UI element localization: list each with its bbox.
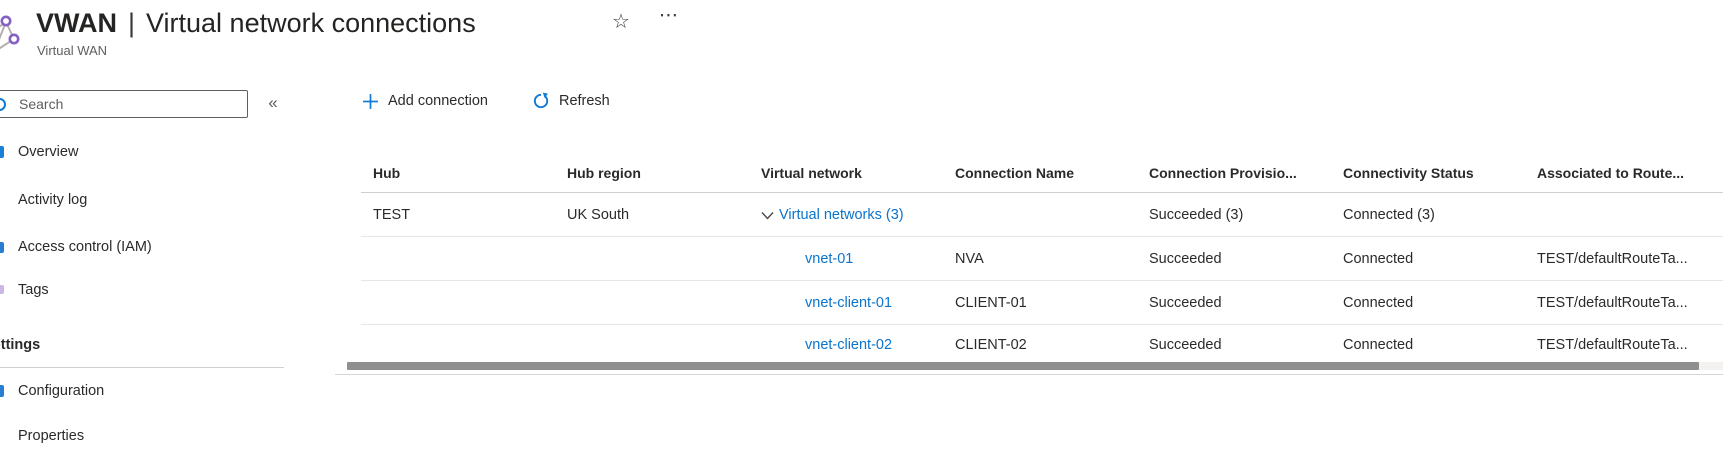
connectivity-status-cell: Connected	[1343, 294, 1414, 311]
provisioning-status-cell: Succeeded	[1149, 337, 1222, 353]
column-header-provisioning-status: Connection Provisio...	[1149, 164, 1297, 181]
column-header-connection-name: Connection Name	[955, 164, 1075, 181]
page-title-separator: |	[128, 8, 136, 38]
table-row[interactable]: vnet-01 NVA Succeeded Connected TEST/def…	[361, 237, 1723, 281]
virtual-networks-group-link[interactable]: Virtual networks (3)	[779, 206, 904, 223]
sidebar-item-label: Configuration	[18, 383, 105, 399]
sidebar-item-overview[interactable]: Overview	[0, 141, 286, 163]
table-row[interactable]: vnet-client-01 CLIENT-01 Succeeded Conne…	[361, 281, 1723, 325]
route-table-cell: TEST/defaultRouteTa...	[1537, 337, 1688, 353]
page-title: VWAN | Virtual network connections	[36, 6, 476, 40]
sidebar-item-activity-log[interactable]: Activity log	[0, 189, 286, 211]
connection-name-cell: NVA	[955, 250, 984, 267]
column-header-connectivity-status: Connectivity Status	[1343, 164, 1474, 181]
route-table-cell: TEST/defaultRouteTa...	[1537, 294, 1688, 311]
provisioning-status-cell: Succeeded (3)	[1149, 206, 1244, 223]
sidebar-item-label: Overview	[18, 144, 79, 160]
connection-name-cell: CLIENT-02	[955, 337, 1027, 353]
virtual-network-cell: Virtual networks (3)	[749, 207, 943, 223]
virtual-network-cell: vnet-client-01	[749, 295, 943, 311]
vnet-link[interactable]: vnet-01	[805, 250, 854, 267]
add-connection-button[interactable]: Add connection	[358, 86, 492, 116]
column-header-hub-region: Hub region	[567, 164, 641, 181]
resource-type-subtitle: Virtual WAN	[37, 43, 108, 58]
collapse-menu-icon[interactable]: «	[268, 93, 278, 112]
table-row[interactable]: TEST UK South Virtual networks (3) Succe…	[361, 193, 1723, 237]
sidebar-item-configuration[interactable]: Configuration	[0, 380, 286, 402]
virtual-wan-icon	[0, 15, 20, 50]
virtual-network-cell: vnet-client-02	[749, 337, 943, 353]
overview-icon	[0, 146, 4, 158]
column-header-virtual-network: Virtual network	[761, 164, 862, 181]
page-title-section: Virtual network connections	[146, 8, 476, 38]
sidebar-item-access-control[interactable]: Access control (IAM)	[0, 236, 286, 258]
connections-table: Hub Hub region Virtual network Connectio…	[361, 153, 1723, 365]
sidebar-item-label: Activity log	[18, 192, 88, 208]
connectivity-status-cell: Connected (3)	[1343, 206, 1435, 223]
access-control-icon	[0, 242, 4, 253]
refresh-label: Refresh	[558, 93, 610, 109]
connectivity-status-cell: Connected	[1343, 250, 1414, 267]
horizontal-scrollbar-track[interactable]	[347, 362, 1723, 370]
configuration-icon	[0, 385, 4, 397]
refresh-button[interactable]: Refresh	[528, 86, 614, 116]
sidebar-item-label: Access control (IAM)	[18, 239, 152, 255]
sidebar-item-label: Properties	[18, 428, 85, 444]
vnet-link[interactable]: vnet-client-02	[805, 337, 893, 353]
sidebar-section-settings: Settings	[0, 337, 41, 353]
chevron-down-icon[interactable]	[761, 211, 774, 220]
blade-menu-sidebar: « Overview Activity log Access control (…	[0, 78, 300, 461]
refresh-icon	[533, 92, 549, 109]
connection-name-cell: CLIENT-01	[955, 294, 1027, 311]
table-header-row: Hub Hub region Virtual network Connectio…	[361, 153, 1723, 193]
connectivity-status-cell: Connected	[1343, 337, 1414, 353]
vnet-link[interactable]: vnet-client-01	[805, 294, 893, 311]
route-table-cell: TEST/defaultRouteTa...	[1537, 250, 1688, 267]
column-header-hub: Hub	[373, 164, 401, 181]
horizontal-scrollbar-thumb[interactable]	[347, 362, 1699, 370]
plus-icon	[363, 93, 378, 109]
blade-header: VWAN | Virtual network connections Virtual…	[0, 0, 1723, 78]
tags-icon	[0, 285, 4, 294]
virtual-network-cell: vnet-01	[749, 251, 943, 267]
hub-cell: TEST	[373, 206, 411, 223]
page-title-resource: VWAN	[36, 8, 117, 38]
sidebar-divider	[0, 367, 284, 368]
provisioning-status-cell: Succeeded	[1149, 250, 1222, 267]
add-connection-label: Add connection	[388, 93, 488, 109]
table-row[interactable]: vnet-client-02 CLIENT-02 Succeeded Conne…	[361, 325, 1723, 365]
provisioning-status-cell: Succeeded	[1149, 294, 1222, 311]
search-input[interactable]	[0, 90, 248, 118]
command-bar: Add connection Refresh	[358, 86, 614, 116]
grid-bottom-border	[335, 374, 1723, 375]
hub-region-cell: UK South	[567, 206, 630, 223]
column-header-route-table: Associated to Route...	[1537, 164, 1685, 181]
more-options-ellipsis-icon[interactable]: ⋯	[659, 5, 679, 26]
sidebar-item-tags[interactable]: Tags	[0, 279, 286, 301]
favorite-star-icon[interactable]: ☆	[612, 11, 630, 33]
sidebar-item-label: Tags	[18, 282, 49, 298]
sidebar-item-properties[interactable]: Properties	[0, 425, 286, 447]
